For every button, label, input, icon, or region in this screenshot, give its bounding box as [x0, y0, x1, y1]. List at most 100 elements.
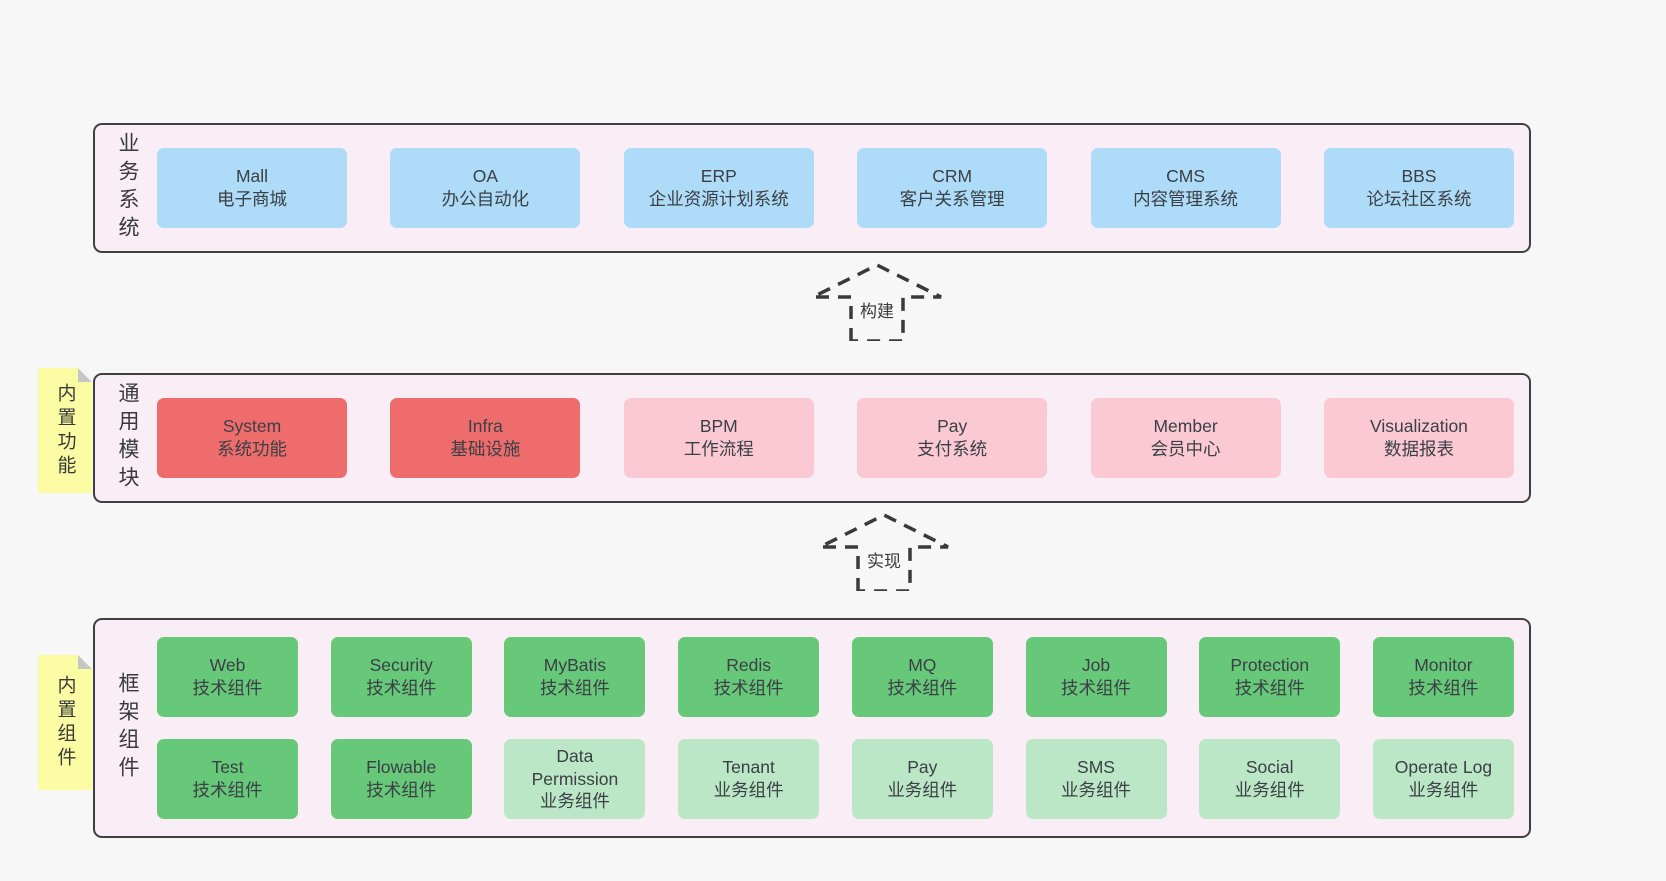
box-pay-subtitle: 支付系统 [917, 439, 988, 459]
box-web: Web 技术组件 [157, 637, 298, 717]
box-test-name: Test [211, 757, 244, 778]
box-cms-name: CMS [1166, 166, 1205, 187]
box-pay-business-name: Pay [907, 757, 938, 778]
sticky-note-built-in-features: 内置功能 [38, 368, 92, 493]
box-system-subtitle: 系统功能 [217, 439, 287, 459]
box-mq-subtitle: 技术组件 [887, 678, 958, 698]
box-member: Member 会员中心 [1090, 398, 1281, 478]
box-oa-subtitle: 办公自动化 [441, 189, 530, 209]
box-web-subtitle: 技术组件 [192, 678, 263, 698]
box-protection: Protection 技术组件 [1199, 637, 1341, 717]
box-social-name: Social [1245, 757, 1294, 778]
box-social-subtitle: 业务组件 [1234, 780, 1305, 800]
box-mybatis-subtitle: 技术组件 [539, 678, 610, 698]
box-security-name: Security [369, 655, 433, 676]
box-social: Social 业务组件 [1199, 739, 1341, 819]
box-bpm-name: BPM [699, 416, 738, 437]
box-infra-name: Infra [467, 416, 503, 437]
box-job-name: Job [1081, 655, 1111, 676]
box-cms-subtitle: 内容管理系统 [1133, 189, 1239, 209]
box-mall: Mall 电子商城 [157, 148, 347, 228]
up-arrow-icon [812, 263, 942, 341]
box-sms: SMS 业务组件 [1025, 739, 1167, 819]
box-cms: CMS 内容管理系统 [1090, 148, 1281, 228]
box-mq: MQ 技术组件 [851, 637, 993, 717]
box-erp-subtitle: 企业资源计划系统 [648, 189, 789, 209]
band-common-modules: 通用模块 System 系统功能 Infra 基础设施 BPM 工作流程 Pay… [93, 373, 1531, 503]
box-mall-name: Mall [235, 166, 269, 187]
box-bbs: BBS 论坛社区系统 [1323, 148, 1514, 228]
build-arrow-label: 构建 [856, 297, 898, 322]
box-operate-log-name: Operate Log [1394, 757, 1493, 778]
box-mq-name: MQ [908, 655, 937, 676]
box-web-name: Web [209, 655, 246, 676]
box-visualization-subtitle: 数据报表 [1383, 439, 1454, 459]
box-data-permission-subtitle: 业务组件 [539, 791, 610, 812]
box-monitor: Monitor 技术组件 [1372, 637, 1514, 717]
box-operate-log-subtitle: 业务组件 [1408, 780, 1479, 800]
box-crm-name: CRM [932, 166, 973, 187]
box-tenant: Tenant 业务组件 [678, 739, 820, 819]
box-job-subtitle: 技术组件 [1061, 678, 1132, 698]
box-redis-subtitle: 技术组件 [713, 678, 784, 698]
box-infra: Infra 基础设施 [390, 398, 581, 478]
box-erp: ERP 企业资源计划系统 [623, 148, 814, 228]
sticky-note-built-in-components-text: 内置组件 [54, 674, 76, 771]
box-test-subtitle: 技术组件 [192, 780, 263, 800]
box-monitor-subtitle: 技术组件 [1408, 678, 1479, 698]
up-arrow-icon [819, 513, 949, 591]
box-system: System 系统功能 [157, 398, 347, 478]
box-tenant-subtitle: 业务组件 [713, 780, 784, 800]
box-oa: OA 办公自动化 [390, 148, 581, 228]
box-mall-subtitle: 电子商城 [217, 189, 287, 209]
band-business-systems-label: 业务系统 [116, 132, 139, 244]
box-monitor-name: Monitor [1414, 655, 1473, 676]
band-common-modules-content: System 系统功能 Infra 基础设施 BPM 工作流程 Pay 支付系统… [157, 375, 1529, 501]
box-redis: Redis 技术组件 [678, 637, 820, 717]
box-crm: CRM 客户关系管理 [857, 148, 1048, 228]
box-erp-name: ERP [700, 166, 737, 187]
box-tenant-name: Tenant [722, 757, 775, 778]
framework-components-row-1: Web 技术组件 Security 技术组件 MyBatis 技术组件 Redi… [157, 637, 1514, 717]
box-mybatis: MyBatis 技术组件 [504, 637, 646, 717]
box-flowable-subtitle: 技术组件 [366, 780, 437, 800]
implement-arrow-label: 实现 [863, 547, 905, 572]
box-bbs-subtitle: 论坛社区系统 [1366, 189, 1472, 209]
box-data-permission-name: Data Permission [531, 745, 619, 789]
box-bbs-name: BBS [1401, 166, 1437, 187]
box-bpm-subtitle: 工作流程 [683, 439, 754, 459]
box-bpm: BPM 工作流程 [623, 398, 814, 478]
box-job: Job 技术组件 [1025, 637, 1167, 717]
band-common-modules-label: 通用模块 [116, 382, 139, 494]
box-sms-name: SMS [1077, 757, 1115, 778]
implement-arrow: 实现 [816, 511, 952, 591]
box-infra-subtitle: 基础设施 [450, 439, 521, 459]
box-security: Security 技术组件 [330, 637, 472, 717]
box-test: Test 技术组件 [157, 739, 298, 819]
sticky-note-built-in-features-text: 内置功能 [54, 382, 76, 479]
common-modules-row: System 系统功能 Infra 基础设施 BPM 工作流程 Pay 支付系统… [157, 398, 1514, 478]
band-business-systems-content: Mall 电子商城 OA 办公自动化 ERP 企业资源计划系统 CRM 客户关系… [157, 125, 1529, 251]
box-member-name: Member [1153, 416, 1218, 437]
band-framework-components-content: Web 技术组件 Security 技术组件 MyBatis 技术组件 Redi… [157, 620, 1529, 836]
box-protection-subtitle: 技术组件 [1234, 678, 1305, 698]
band-framework-components: 框架组件 Web 技术组件 Security 技术组件 MyBatis 技术组件… [93, 618, 1531, 838]
box-flowable: Flowable 技术组件 [330, 739, 472, 819]
box-data-permission: Data Permission 业务组件 [504, 739, 646, 819]
business-systems-row: Mall 电子商城 OA 办公自动化 ERP 企业资源计划系统 CRM 客户关系… [157, 148, 1514, 228]
box-visualization-name: Visualization [1369, 416, 1468, 437]
box-system-name: System [222, 416, 282, 437]
band-framework-components-label: 框架组件 [116, 672, 139, 784]
band-business-systems: 业务系统 Mall 电子商城 OA 办公自动化 ERP 企业资源计划系统 CRM… [93, 123, 1531, 253]
box-sms-subtitle: 业务组件 [1061, 780, 1132, 800]
box-mybatis-name: MyBatis [543, 655, 607, 676]
box-pay: Pay 支付系统 [857, 398, 1048, 478]
box-pay-business-subtitle: 业务组件 [887, 780, 958, 800]
box-oa-name: OA [472, 166, 499, 187]
box-security-subtitle: 技术组件 [366, 678, 437, 698]
sticky-note-built-in-components: 内置组件 [38, 655, 92, 790]
box-redis-name: Redis [726, 655, 771, 676]
box-crm-subtitle: 客户关系管理 [899, 189, 1005, 209]
box-operate-log: Operate Log 业务组件 [1372, 739, 1514, 819]
